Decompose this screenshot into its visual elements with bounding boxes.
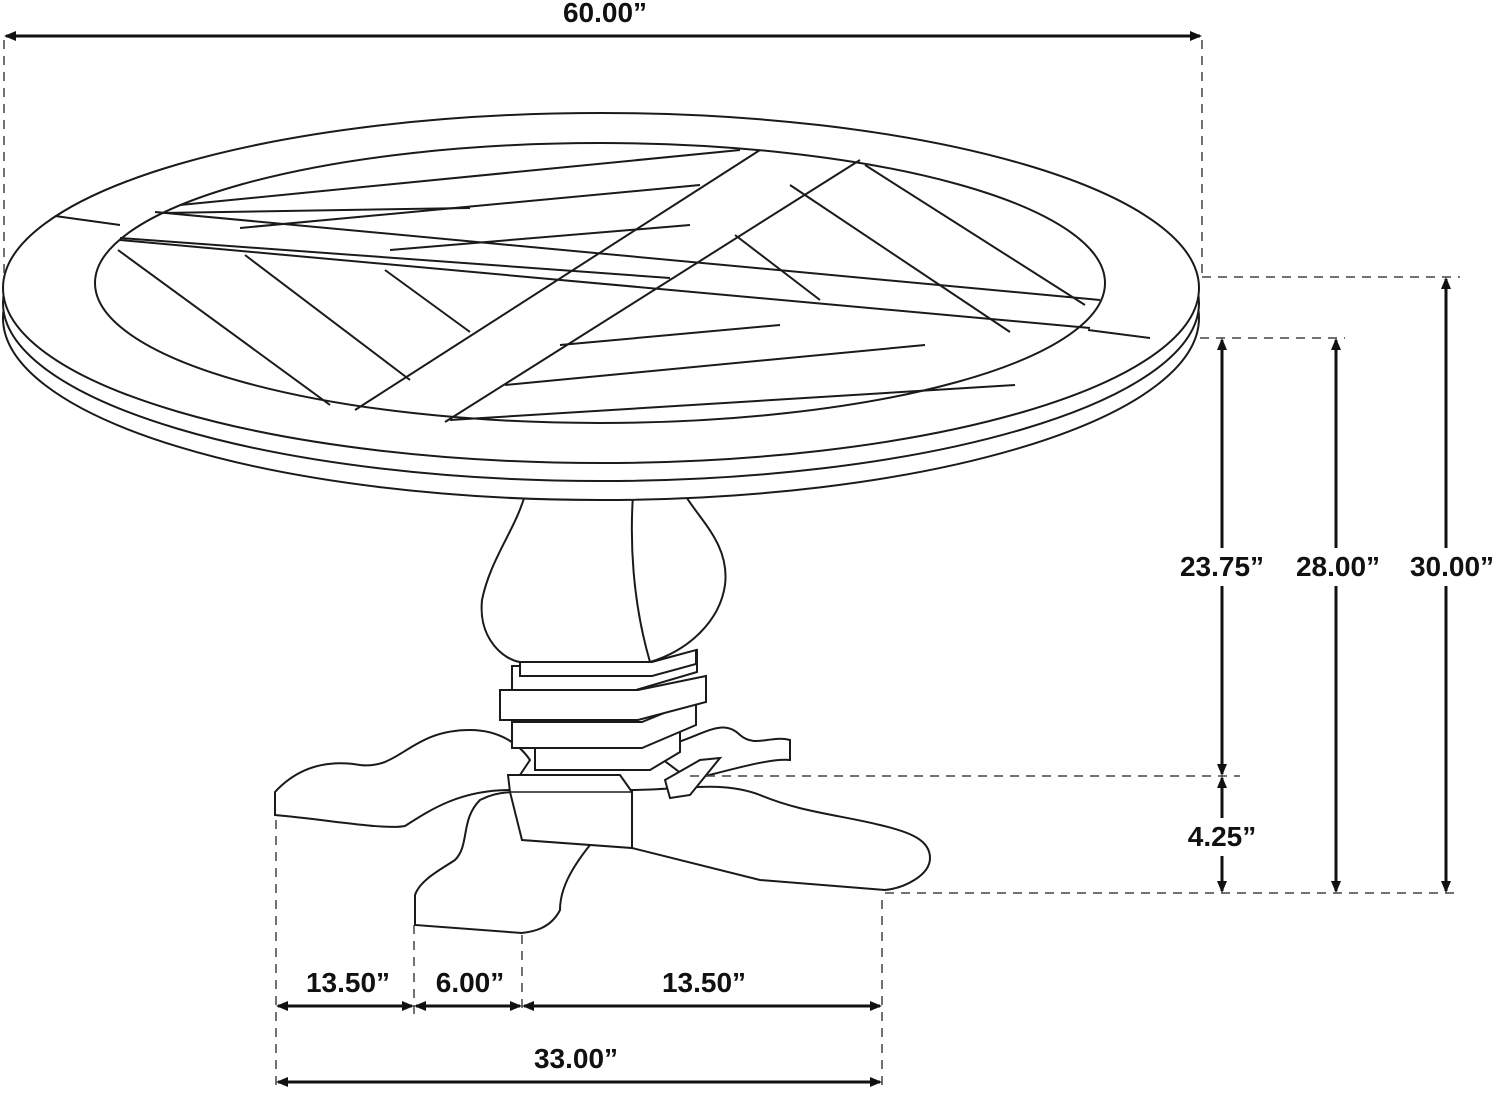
- base-width-label: 33.00”: [534, 1043, 618, 1074]
- apron-height-label: 23.75”: [1180, 551, 1264, 582]
- table-top: [2, 112, 1200, 501]
- dimension-labels: 60.00” 23.75” 28.00” 30.00” 4.25” 13.50”…: [306, 0, 1498, 1074]
- column-width-label: 6.00”: [436, 967, 505, 998]
- foot-left-label: 13.50”: [306, 967, 390, 998]
- base-height-label: 4.25”: [1188, 821, 1257, 852]
- column-collars: [499, 648, 707, 771]
- total-height-label: 30.00”: [1410, 551, 1494, 582]
- pedestal-base: [274, 726, 932, 935]
- foot-right-label: 13.50”: [662, 967, 746, 998]
- pedestal-column: [480, 494, 727, 663]
- seat-height-label: 28.00”: [1296, 551, 1380, 582]
- top-width-label: 60.00”: [563, 0, 647, 28]
- table-illustration: [2, 112, 1200, 935]
